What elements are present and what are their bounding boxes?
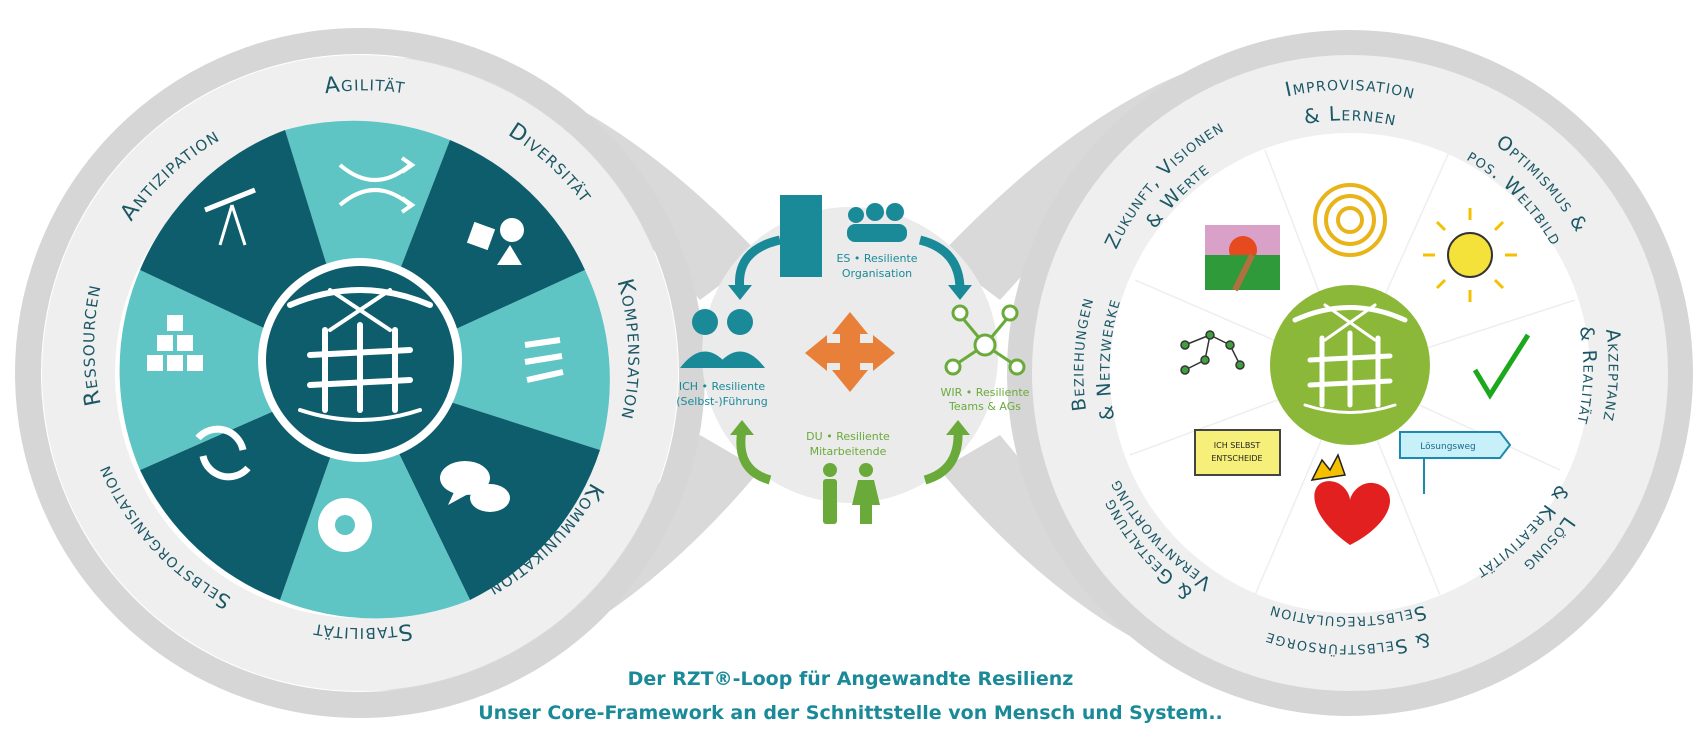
sign-text-1: ICH SELBST [1214,441,1261,450]
compensation-icon [524,337,564,383]
sun-icon [1423,208,1517,302]
spiral-icon [1313,183,1387,257]
du-title: DU [806,430,823,443]
svg-text:WIR • Resiliente: WIR • Resiliente [941,386,1030,399]
boxes-icon [147,315,203,371]
post-sign-text: Lösungsweg [1420,442,1475,452]
ich-sub1: Resiliente [712,380,766,393]
segment-kompensation[interactable] [360,270,610,450]
speech-bubbles-icon [440,461,510,512]
ich-title: ICH [679,380,698,393]
heart-crown-icon [1310,453,1390,545]
right-circle: Lösungsweg ICH SELBST ENTSCHEIDE Improvi… [1032,55,1668,691]
es-title: ES [836,252,850,265]
segment-stabilitaet[interactable] [280,373,470,619]
ich-people-icon [680,309,765,368]
gear-icon [318,498,372,552]
network-icon [944,304,1026,376]
network-sketch-icon [1180,330,1245,375]
caption-subtitle: Unser Core-Framework an der Schnittstell… [478,702,1223,724]
sign-icon: ICH SELBST ENTSCHEIDE [1194,429,1281,476]
refresh-icon [195,425,251,481]
svg-text:Agilität: Agilität [323,71,407,99]
du-sub1: Resiliente [836,430,890,443]
center-hub: ES • Resiliente Organisation ICH • Resil… [676,195,1030,524]
landscape-icon [1205,225,1280,292]
svg-text:Stabilität: Stabilität [311,618,415,647]
ich-sub2: (Selbst-)Führung [676,395,768,408]
label-agilitaet: Agilität [323,71,406,99]
signpost-icon: Lösungsweg [1399,431,1512,494]
svg-text:ES • Resiliente: ES • Resiliente [836,252,917,265]
es-sub2: Organisation [842,267,912,280]
wir-sub1: Resiliente [976,386,1030,399]
checkmark-icon [1472,333,1531,400]
cycle-arrows [728,235,972,485]
infinity-band [15,28,1693,718]
left-circle: Agilität Diversität Kompensation Kommuni… [42,55,678,691]
house-logo-icon [287,287,433,422]
es-sub1: Resiliente [864,252,918,265]
cross-arrows-icon [805,312,895,392]
arrows-icon [338,156,416,214]
wir-title: WIR [941,386,963,399]
group-icon [847,203,907,242]
house-logo-green-icon [1292,303,1408,414]
caption-title: Der RZT®-Loop für Angewandte Resilienz [627,668,1074,690]
du-sub2: Mitarbeitende [810,445,887,458]
segment-agilitaet[interactable] [285,120,450,373]
svg-text:DU • Resiliente: DU • Resiliente [806,430,890,443]
telescope-icon [204,187,256,246]
shapes-icon [466,218,524,265]
label-stabilitaet: Stabilität [311,618,413,647]
sign-text-2: ENTSCHEIDE [1211,454,1262,463]
wir-sub2: Teams & AGs [948,400,1021,413]
couple-icon [823,463,880,524]
svg-text:ICH • Resiliente: ICH • Resiliente [679,380,766,393]
building-icon [780,195,822,277]
